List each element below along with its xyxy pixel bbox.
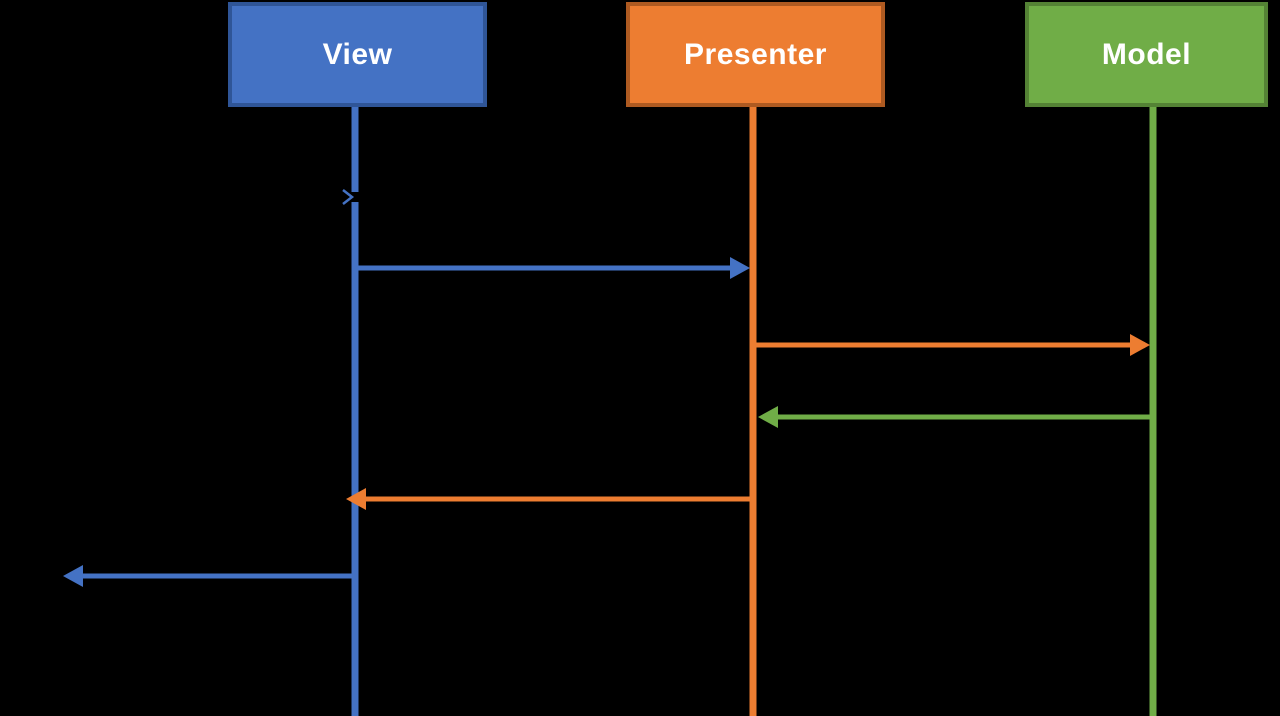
participant-box-presenter: Presenter — [626, 2, 885, 107]
message-arrowhead-view-to-presenter — [730, 257, 750, 279]
participant-box-view: View — [228, 2, 487, 107]
message-arrowhead-presenter-to-view — [346, 488, 366, 510]
participant-label-view: View — [322, 37, 393, 71]
participant-label-presenter: Presenter — [684, 37, 827, 71]
message-arrowhead-view-to-offscreen — [63, 565, 83, 587]
participant-label-model: Model — [1101, 37, 1192, 71]
message-arrowhead-presenter-to-model — [1130, 334, 1150, 356]
participant-box-model: Model — [1025, 2, 1268, 107]
message-arrowhead-model-to-presenter — [758, 406, 778, 428]
lifeline-break-chevron-icon — [342, 189, 355, 205]
